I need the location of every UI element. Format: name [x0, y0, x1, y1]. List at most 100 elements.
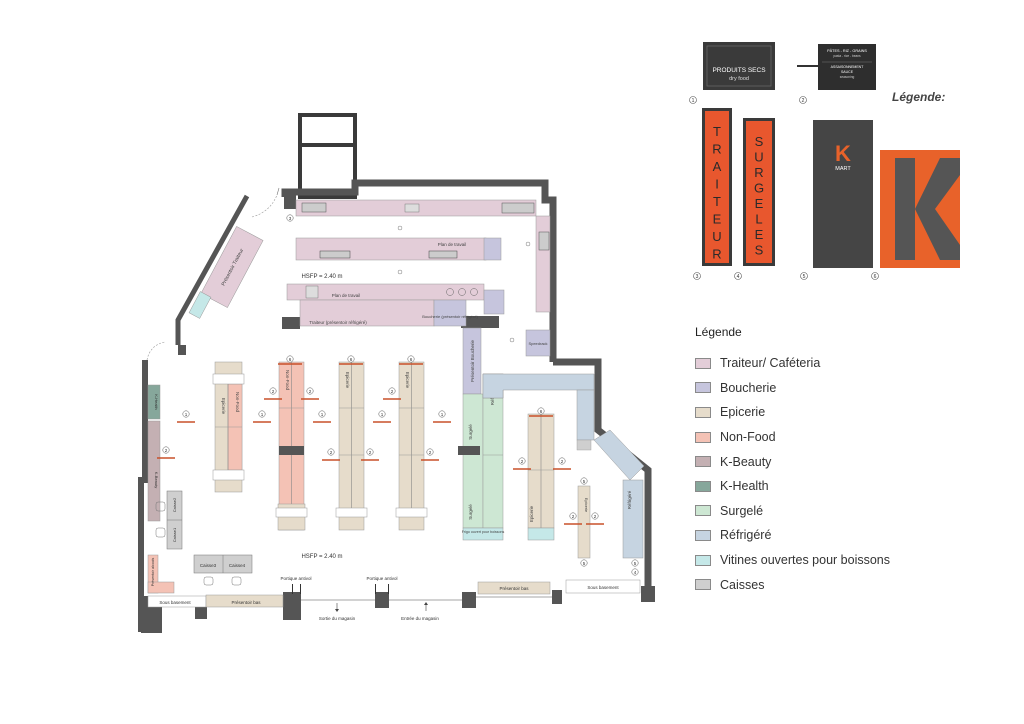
sign-letter: L — [755, 212, 762, 227]
sign-letter: I — [715, 177, 719, 192]
caisse3-label: Caisse3 — [200, 563, 217, 568]
sign-letter: T — [713, 194, 721, 209]
sign-marker-number: 5 — [583, 479, 586, 484]
kmart-sign — [813, 120, 873, 268]
sign-marker-number: 5 — [634, 561, 637, 566]
legend-label: K-Beauty — [720, 454, 772, 469]
surgele-column-left — [462, 393, 484, 529]
kmart-k-logo: K — [835, 141, 851, 166]
sign-letter: E — [713, 212, 722, 227]
boucherie-presentoir-label: Boucherie (présentoir réfrigéré) — [422, 314, 478, 319]
sign-marker — [258, 410, 266, 418]
sign-letter: E — [755, 227, 764, 242]
sign-marker-number: 2 — [561, 459, 564, 464]
sign-letter: U — [754, 150, 763, 165]
sign-marker — [631, 559, 639, 567]
refrigere-top-band — [482, 373, 595, 399]
surgele-label-bottom: Surgelé — [468, 504, 473, 520]
marker-3: 3 — [696, 274, 699, 280]
k-beauty-shelf — [147, 420, 161, 522]
speedrack — [525, 329, 551, 357]
sign-marker — [286, 355, 294, 363]
legend-swatch — [695, 382, 711, 394]
sign-marker — [318, 410, 326, 418]
k-health-shelf — [147, 384, 161, 420]
speedrack-label: Speedrack — [528, 341, 547, 346]
sign-letter: T — [713, 124, 721, 139]
sign-marker-number: 2 — [429, 450, 432, 455]
sign2-line2: pasta - rice - beans — [833, 54, 861, 58]
sign-letter: S — [755, 134, 764, 149]
sign-marker-number: 6 — [540, 409, 543, 414]
sign-marker — [580, 559, 588, 567]
surgele-label-top: Surgelé — [468, 424, 473, 440]
legend-item: Réfrigéré — [695, 523, 1015, 548]
sign-marker-number: 5 — [583, 561, 586, 566]
legend-swatch — [695, 579, 711, 591]
frigo-boissons — [462, 527, 504, 541]
sign-marker-number: 1 — [185, 412, 188, 417]
marker-6: 6 — [874, 274, 877, 280]
presentoir-bas-right-label: Présentoir bas — [499, 586, 529, 591]
refrigere-diagonal — [593, 429, 645, 481]
sign-marker-number: 6 — [289, 357, 292, 362]
caisse1-label: Caisse1 — [172, 527, 177, 542]
sortie-label: Sortie du magasin — [319, 616, 356, 621]
marker-2: 2 — [802, 98, 805, 104]
boucherie-display — [433, 299, 467, 327]
caisse2-label: Caisse2 — [172, 497, 177, 512]
sign-marker-number: 1 — [321, 412, 324, 417]
legend-label: K-Health — [720, 479, 769, 494]
epicerie-label-g5: Epicerie — [529, 505, 534, 522]
sign-marker-number: 2 — [594, 514, 597, 519]
sign-marker-number: 2 — [521, 459, 524, 464]
sign-marker-number: 3 — [289, 216, 292, 221]
gondola-4: Epicerie — [395, 361, 428, 531]
sign-letter: A — [713, 159, 722, 174]
dry-food-sub: dry food — [729, 76, 749, 82]
sign-marker — [537, 407, 545, 415]
epicerie-label-g3: Epicerie — [345, 372, 350, 389]
sign-marker — [631, 568, 639, 576]
epicerie-label-g4: Epicerie — [405, 372, 410, 389]
legend-item: Caisses — [695, 572, 1015, 597]
hsfp-bottom-label: HSFP = 2.40 m — [301, 554, 342, 560]
legend-swatch — [695, 554, 711, 566]
legend-item: Non-Food — [695, 425, 1015, 450]
refrigere-label-2: Réfrigéré — [627, 490, 632, 509]
legend-swatch — [695, 456, 711, 468]
sign-marker — [269, 387, 277, 395]
legend-swatch — [695, 357, 711, 369]
plan-de-travail-label-1: Plan de travail — [438, 242, 467, 247]
epicerie-label-g1: Epicerie — [221, 398, 226, 415]
shaft-structure — [298, 113, 357, 199]
sign-marker — [591, 512, 599, 520]
sign-marker — [388, 387, 396, 395]
gondola-6: Epicerie — [577, 485, 591, 559]
sign-letter: S — [755, 243, 764, 258]
legend-item: K-Health — [695, 474, 1015, 499]
legend-swatch — [695, 505, 711, 517]
gondola-3: Epicerie — [335, 361, 368, 531]
portique-1-label: Portique antivol — [280, 576, 311, 581]
presentoir-bas-right — [477, 581, 551, 595]
sign-marker-number: 2 — [330, 450, 333, 455]
sign-marker-number: 6 — [410, 357, 413, 362]
presentoir-traiteur: Présentoir Traiteur — [200, 226, 264, 308]
sign-marker — [518, 457, 526, 465]
sign-marker — [426, 448, 434, 456]
sign-marker — [327, 448, 335, 456]
plan-de-travail-label-2: Plan de travail — [332, 293, 361, 298]
sign-marker-number: 1 — [261, 412, 264, 417]
sign-marker — [438, 410, 446, 418]
legend-swatch — [695, 431, 711, 443]
sign-marker — [378, 410, 386, 418]
legend-label: Boucherie — [720, 380, 777, 395]
caisse4-label: Caisse4 — [229, 563, 246, 568]
sign-letter: U — [712, 229, 721, 244]
sign2-line5: seasoning — [840, 75, 855, 79]
gondola-2: Non-Food — [275, 361, 308, 531]
sign2-line3: ASSAISONNEMENT — [831, 65, 865, 69]
